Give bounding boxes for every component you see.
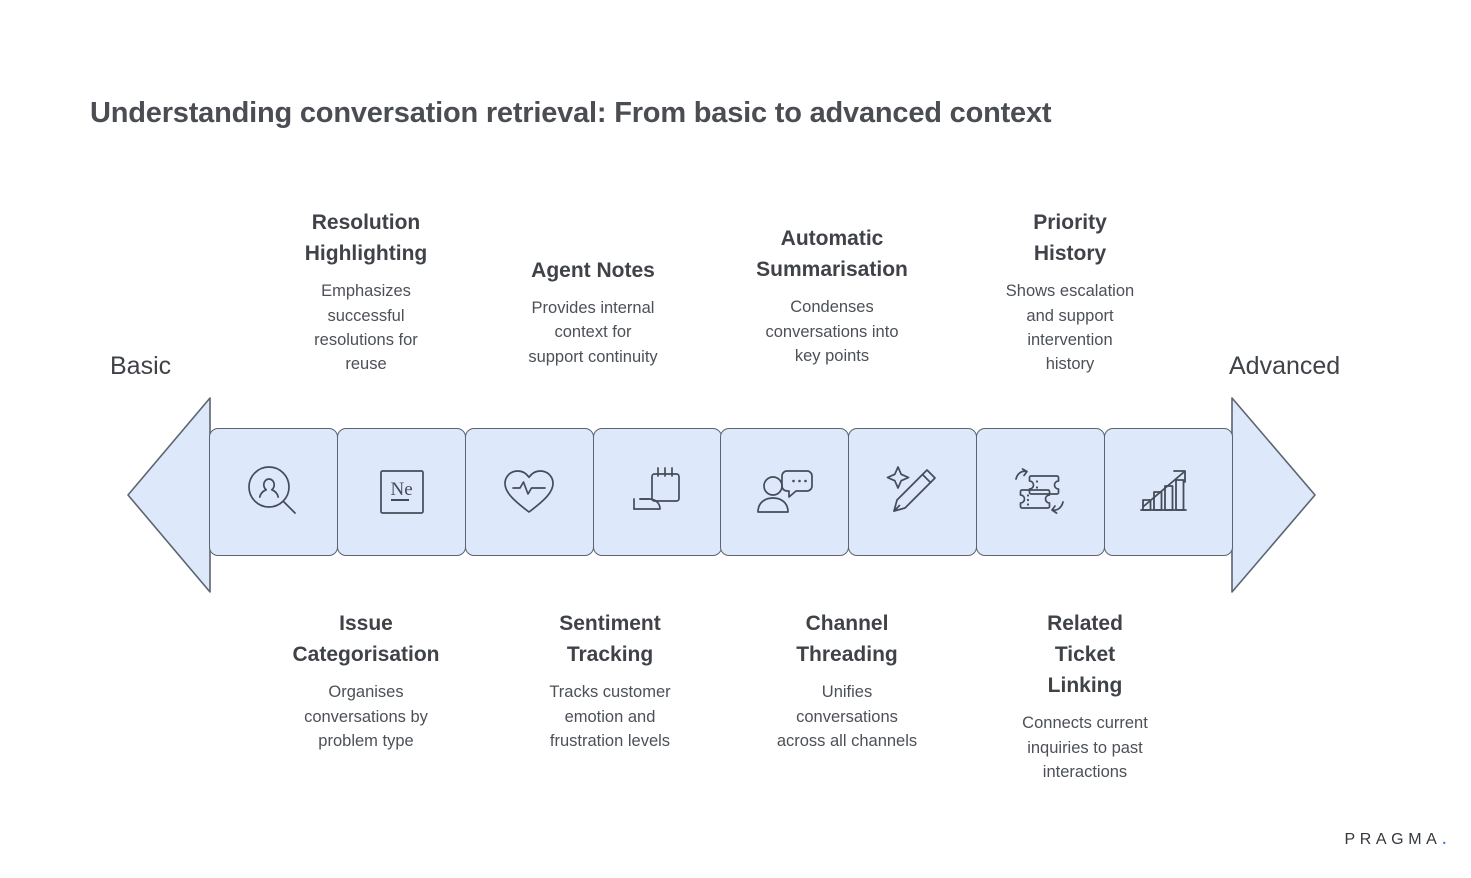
spectrum-band: Ne: [209, 428, 1233, 556]
callout-resolution-highlighting: Resolution Highlighting Emphasizes succe…: [256, 207, 476, 377]
arrow-left-icon: [127, 397, 211, 593]
callout-desc: Connects current inquiries to past inter…: [1022, 714, 1148, 782]
callout-desc: Shows escalation and support interventio…: [1005, 282, 1135, 374]
brand-logo: PRAGMA.: [1344, 827, 1447, 850]
axis-label-advanced: Advanced: [1229, 352, 1341, 380]
callout-issue-categorisation: Issue Categorisation Organises conversat…: [256, 608, 476, 753]
arrow-right-icon: [1231, 397, 1316, 593]
magic-pencil-icon: [885, 464, 941, 520]
brand-dot: .: [1441, 827, 1447, 849]
callout-desc: Condenses conversations into key points: [765, 298, 899, 365]
bar-chart-up-icon: [1140, 466, 1196, 518]
callout-desc: Organises conversations by problem type: [304, 683, 428, 750]
callout-related-ticket-linking: Related Ticket Linking Connects current …: [975, 608, 1195, 784]
page-title: Understanding conversation retrieval: Fr…: [90, 97, 1052, 129]
callout-desc: Tracks customer emotion and frustration …: [549, 683, 671, 750]
person-speech-bubble-icon: [755, 466, 815, 518]
stage-cell-related-ticket-linking[interactable]: [975, 428, 1105, 556]
person-search-icon: [244, 463, 304, 521]
callout-channel-threading: Channel Threading Unifies conversations …: [737, 608, 957, 753]
callout-title: Channel Threading: [796, 612, 898, 667]
stage-cell-agent-notes[interactable]: [592, 428, 722, 556]
callout-agent-notes: Agent Notes Provides internal context fo…: [483, 255, 703, 369]
notepad-hand-icon: [629, 464, 685, 520]
stage-cell-priority-history[interactable]: [1103, 428, 1233, 556]
callout-desc: Emphasizes successful resolutions for re…: [314, 282, 418, 374]
callout-sentiment-tracking: Sentiment Tracking Tracks customer emoti…: [500, 608, 720, 753]
stage-cell-issue-categorisation-search[interactable]: [209, 428, 339, 556]
stage-cell-sentiment-tracking[interactable]: [464, 428, 594, 556]
heart-pulse-icon: [501, 466, 557, 518]
brand-name: PRAGMA: [1344, 831, 1442, 848]
callout-automatic-summarisation: Automatic Summarisation Condenses conver…: [722, 223, 942, 368]
stage-cell-category-tag[interactable]: Ne: [337, 428, 467, 556]
callout-desc: Provides internal context for support co…: [528, 299, 658, 366]
category-tag-label: Ne: [390, 478, 413, 500]
callout-desc: Unifies conversations across all channel…: [776, 683, 918, 750]
stage-cell-automatic-summarisation[interactable]: [848, 428, 978, 556]
stage-cell-channel-threading[interactable]: [720, 428, 850, 556]
axis-label-basic: Basic: [110, 352, 172, 380]
callout-title: Priority History: [1033, 211, 1107, 266]
category-tag-icon: Ne: [378, 468, 426, 516]
callout-title: Related Ticket Linking: [1047, 612, 1123, 698]
callout-title: Automatic Summarisation: [756, 227, 908, 282]
callout-title: Resolution Highlighting: [304, 211, 428, 266]
callout-priority-history: Priority History Shows escalation and su…: [960, 207, 1180, 377]
linked-tickets-icon: [1011, 466, 1069, 518]
callout-title: Issue Categorisation: [292, 612, 440, 667]
callout-title: Sentiment Tracking: [559, 612, 661, 667]
callout-title: Agent Notes: [531, 259, 655, 282]
